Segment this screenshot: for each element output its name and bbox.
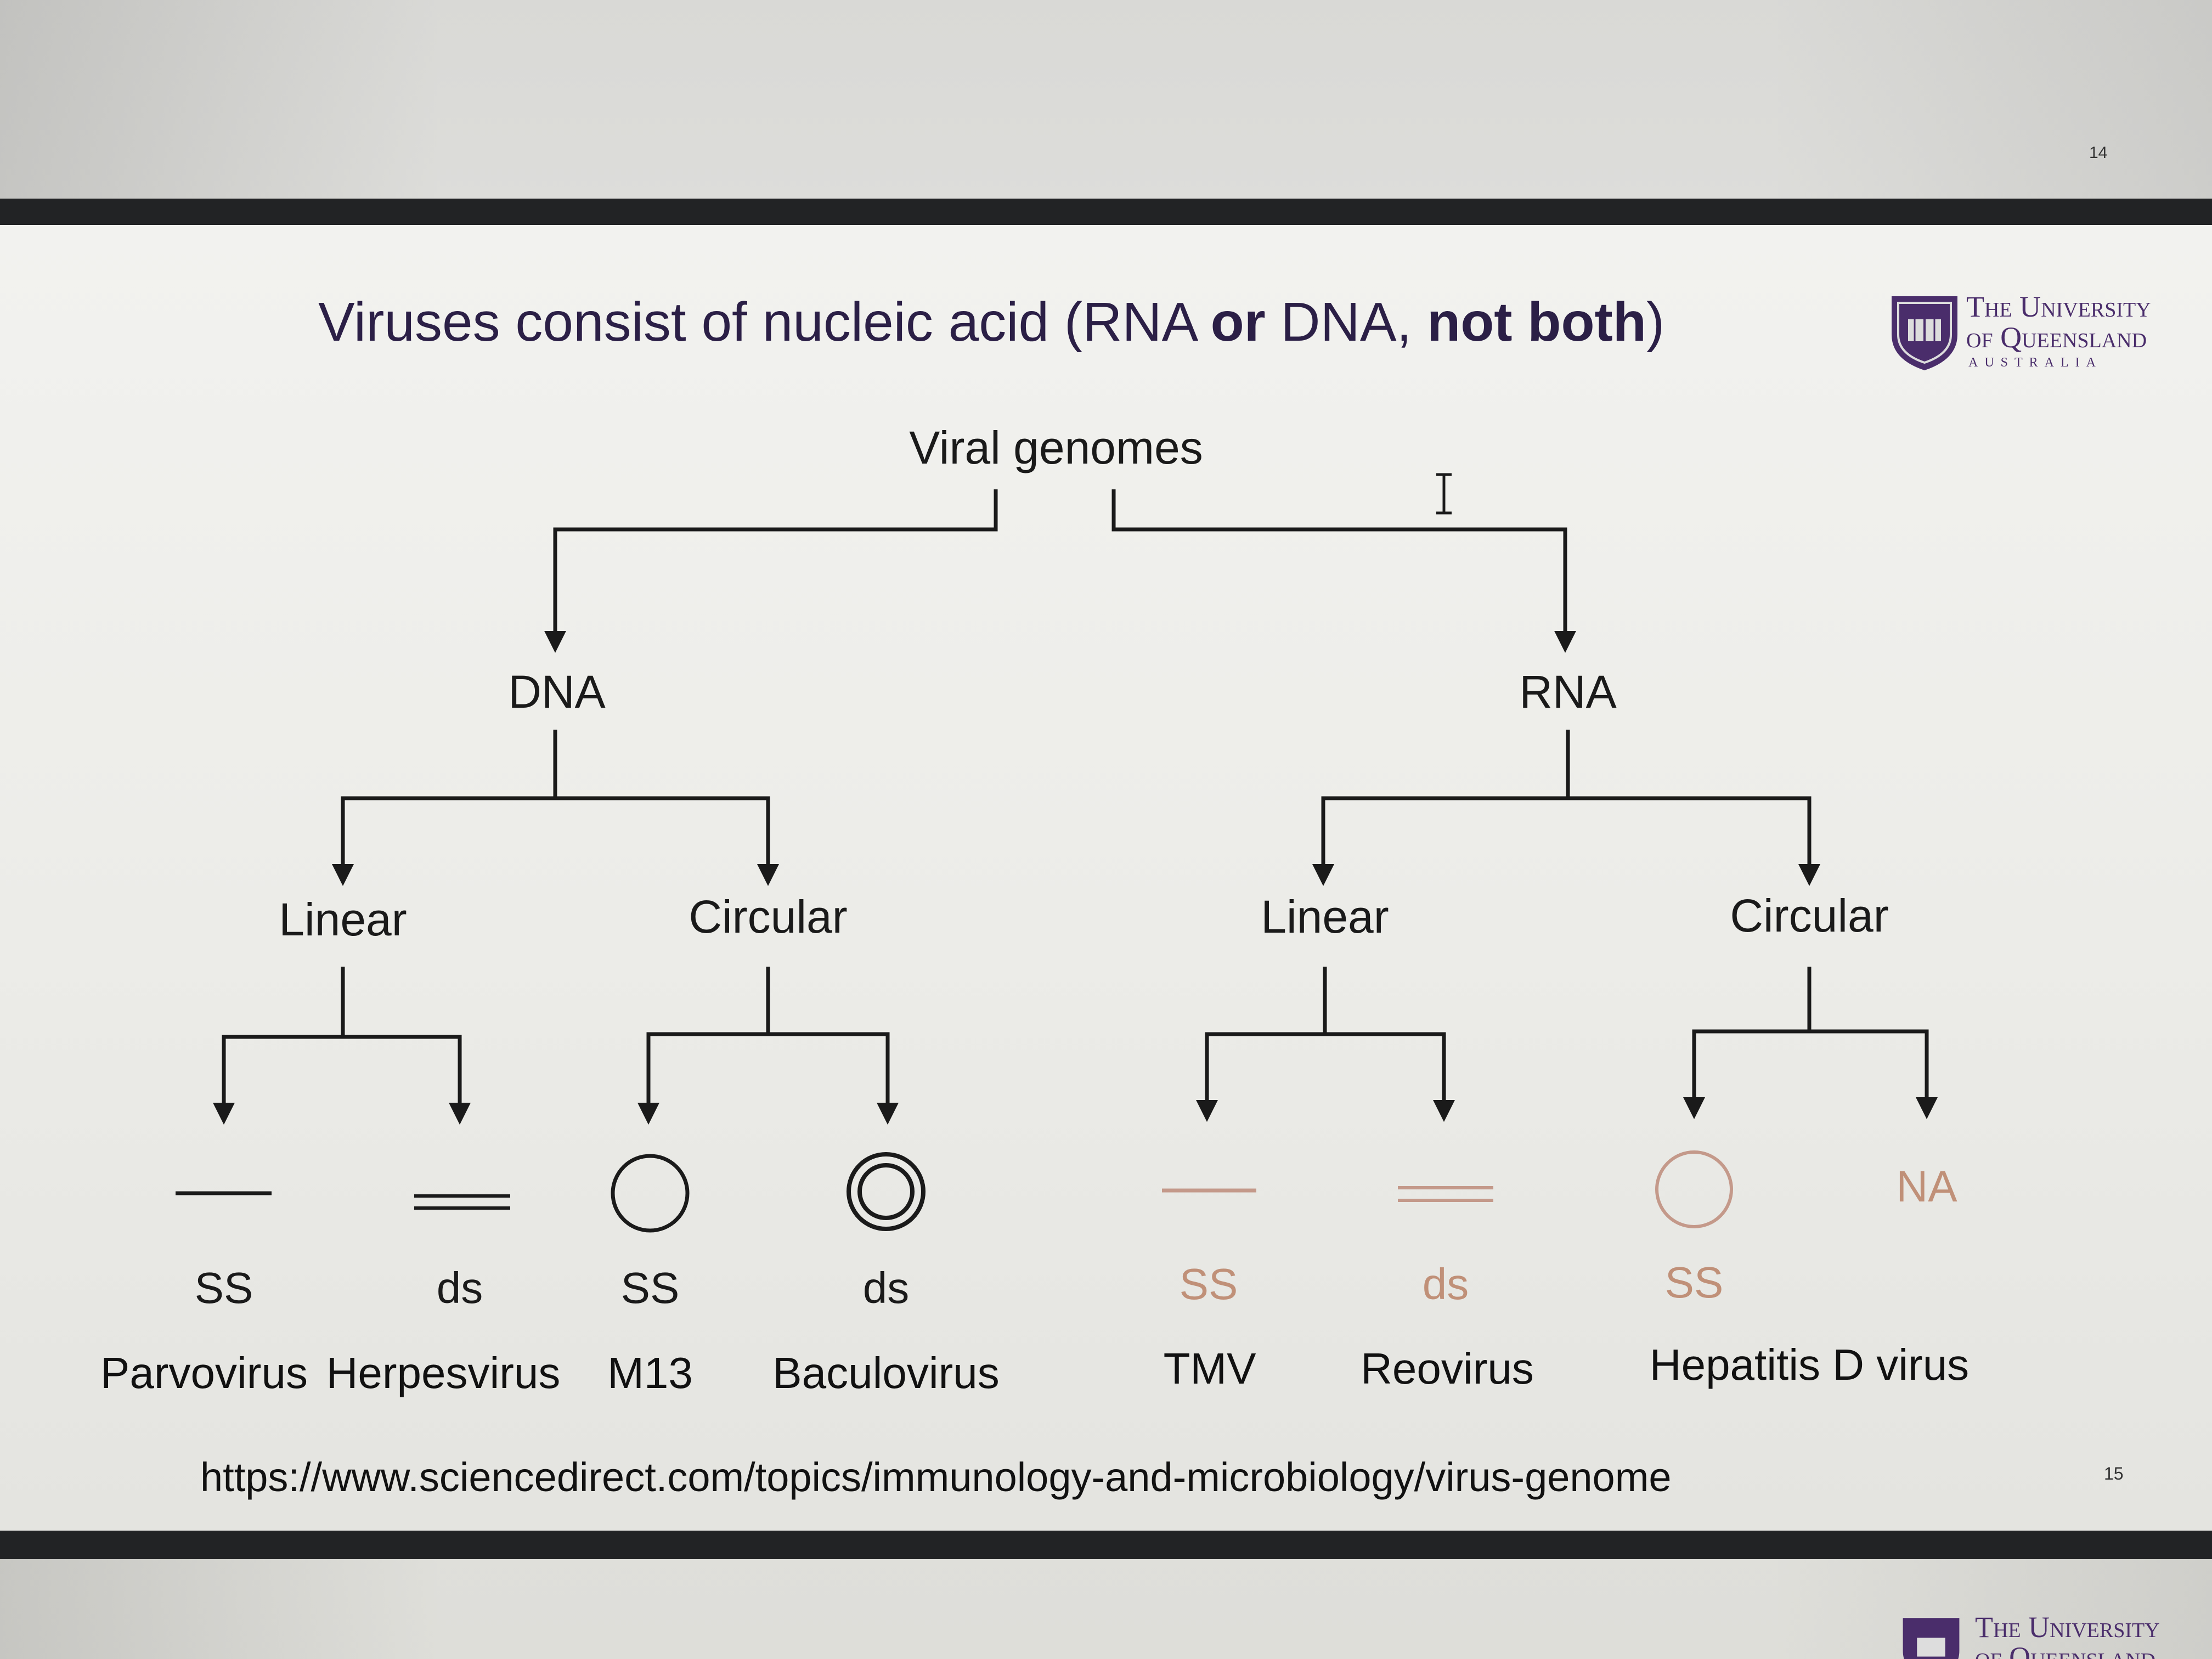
connector-rna-circular: [1568, 796, 1812, 878]
arrowhead: [877, 1103, 899, 1125]
text-cursor-icon: [1436, 473, 1452, 515]
arrowhead: [213, 1103, 235, 1125]
dna-label: DNA: [508, 666, 605, 718]
connector-dna-circular: [555, 796, 770, 878]
arrowhead: [449, 1103, 471, 1125]
arrowhead: [544, 631, 566, 653]
dna-circular-ds-type: ds: [863, 1263, 910, 1312]
logo-line-2: of Queensland: [1966, 321, 2147, 354]
rna-linear-ds-symbol: [1398, 1186, 1493, 1202]
rna-label: RNA: [1519, 666, 1616, 718]
connector-dna-linear: [341, 730, 557, 878]
rna-circular-label: Circular: [1730, 890, 1888, 941]
dna-linear-ss-type: SS: [195, 1263, 253, 1312]
arrowhead: [1433, 1100, 1455, 1122]
dna-linear-label: Linear: [279, 894, 407, 945]
connector-rna-linear: [1321, 730, 1570, 878]
rna-linear-ss-type: SS: [1180, 1260, 1238, 1308]
source-url: https://www.sciencedirect.com/topics/imm…: [200, 1454, 1672, 1500]
arrowheads: [213, 631, 1938, 1125]
dna-circular-label: Circular: [689, 891, 847, 943]
slide-title: Viruses consist of nucleic acid (RNA or …: [318, 291, 1665, 353]
connector-dna-circular-ss: [646, 967, 770, 1114]
crest-icon: [1892, 296, 1957, 370]
connector-root-rna: [1111, 489, 1567, 647]
next-slide-logo-line-2: of Queensland: [1975, 1641, 2156, 1659]
university-logo: [1886, 291, 1963, 373]
tree-connectors: [222, 489, 1929, 1114]
connector-rna-linear-ds: [1325, 1032, 1446, 1111]
arrowhead: [637, 1103, 659, 1125]
rna-circular-ss-type: SS: [1665, 1258, 1724, 1307]
connector-rna-linear-ss: [1205, 967, 1327, 1111]
dna-linear-ds-example: Herpesvirus: [326, 1348, 561, 1397]
arrowhead: [332, 864, 354, 886]
connector-dna-circular-ds: [768, 1032, 890, 1114]
dna-linear-ds-type: ds: [437, 1263, 483, 1312]
slide: [0, 225, 2212, 1531]
dna-linear-ss-example: Parvovirus: [100, 1348, 308, 1397]
dna-circular-ds-example: Baculovirus: [772, 1348, 1000, 1397]
arrowhead: [1683, 1097, 1705, 1119]
arrowhead: [1312, 864, 1334, 886]
connector-rna-circular-na: [1809, 1029, 1929, 1108]
dna-linear-ds-symbol: [414, 1194, 510, 1210]
arrowhead: [757, 864, 779, 886]
logo-line-3: AUSTRALIA: [1968, 356, 2102, 370]
connector-dna-linear-ss: [222, 967, 345, 1114]
dna-circular-ss-symbol: [611, 1154, 690, 1233]
rna-linear-ss-example: TMV: [1164, 1344, 1257, 1393]
slide-bottom-border: [0, 1531, 2212, 1559]
root-label: Viral genomes: [909, 422, 1203, 473]
crest-icon: [1903, 1618, 1960, 1659]
slide-top-border: [0, 199, 2212, 227]
rna-circular-ss-symbol: [1655, 1150, 1733, 1228]
arrowhead: [1554, 631, 1576, 653]
logo-line-1: The University: [1966, 290, 2151, 323]
rna-linear-ds-example: Reovirus: [1361, 1344, 1534, 1393]
connector-root-dna: [553, 489, 998, 647]
connector-rna-circular-ss: [1692, 967, 1812, 1108]
dna-circular-ss-example: M13: [607, 1348, 693, 1397]
arrowhead: [1798, 864, 1820, 886]
arrowhead: [1916, 1097, 1938, 1119]
next-slide-logo-line-1: The University: [1975, 1611, 2160, 1644]
dna-circular-ds-symbol: [847, 1152, 926, 1231]
connector-dna-linear-ds: [343, 1035, 462, 1114]
next-slide-logo: [1898, 1613, 1964, 1659]
arrowhead: [1196, 1100, 1218, 1122]
rna-circular-na-type: NA: [1896, 1162, 1957, 1211]
rna-circular-ss-example: Hepatitis D virus: [1650, 1340, 1969, 1389]
rna-linear-ds-type: ds: [1423, 1260, 1469, 1308]
rna-linear-label: Linear: [1261, 891, 1389, 943]
dna-circular-ss-type: SS: [621, 1263, 680, 1312]
slide-page-number: 15: [2104, 1464, 2124, 1483]
previous-slide-page-number: 14: [2089, 144, 2108, 162]
